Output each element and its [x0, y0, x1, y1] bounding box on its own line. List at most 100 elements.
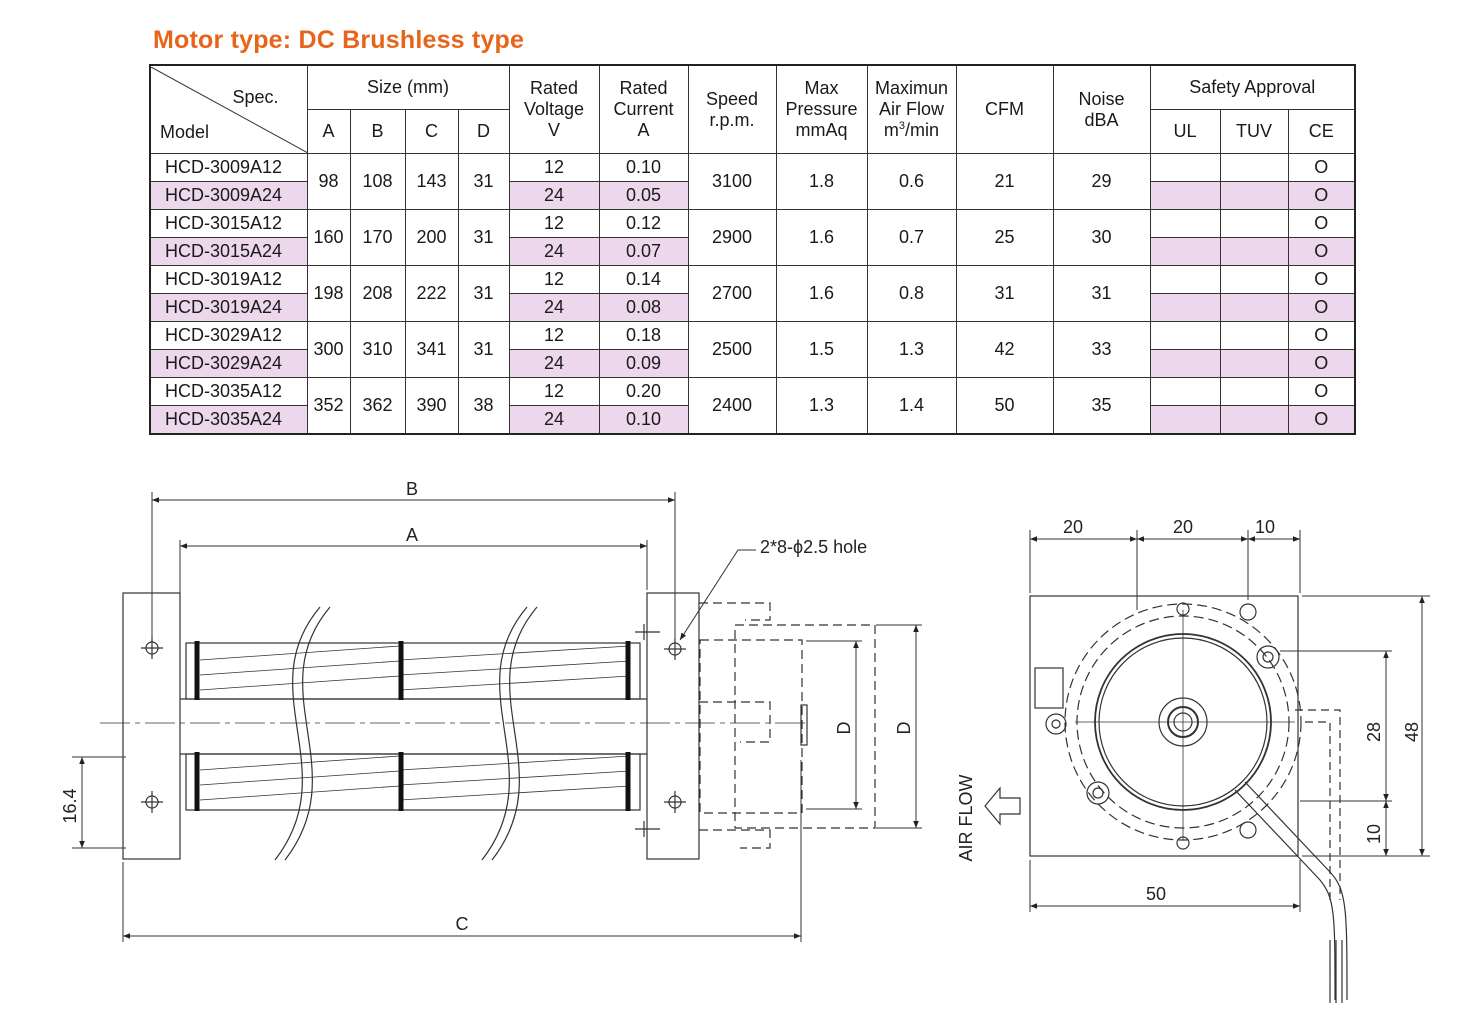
hole-note: 2*8-ϕ2.5 hole [760, 537, 867, 557]
dim-label-28: 28 [1364, 722, 1384, 742]
side-tab [1034, 667, 1064, 709]
dim-label-b: B [406, 479, 418, 499]
ce-cell: O [1287, 265, 1356, 294]
ul-cell [1149, 209, 1221, 238]
voltage-cell: 12 [508, 377, 600, 406]
size-a-cell: 198 [306, 265, 351, 322]
ce-cell: O [1287, 349, 1356, 378]
dim-label-c: C [456, 914, 469, 934]
tuv-cell [1219, 377, 1289, 406]
size-d-cell: 31 [457, 321, 510, 378]
motor-outline-inner [699, 639, 803, 814]
noise-cell: 30 [1052, 209, 1151, 266]
voltage-cell: 24 [508, 293, 600, 322]
ul-cell [1149, 265, 1221, 294]
model-cell: HCD-3009A12 [149, 153, 308, 182]
dim-label-16-4: 16.4 [60, 788, 80, 823]
mount-hole-1 [1256, 645, 1280, 669]
corner-spec-label: Spec. [232, 86, 279, 107]
noise-cell: 35 [1052, 377, 1151, 435]
side-view-drawing [984, 530, 1430, 1003]
model-cell: HCD-3035A24 [149, 405, 308, 435]
voltage-cell: 24 [508, 181, 600, 210]
model-cell: HCD-3015A24 [149, 237, 308, 266]
pressure-cell: 1.6 [775, 209, 868, 266]
dim-label-d-inner: D [834, 722, 854, 735]
ce-cell: O [1287, 377, 1356, 406]
current-cell: 0.09 [598, 349, 689, 378]
voltage-cell: 12 [508, 209, 600, 238]
model-cell: HCD-3019A24 [149, 293, 308, 322]
page-title: Motor type: DC Brushless type [153, 26, 525, 54]
voltage-cell: 12 [508, 265, 600, 294]
corner-model-label: Model [160, 121, 210, 142]
size-c-cell: 390 [404, 377, 459, 435]
size-c-cell: 143 [404, 153, 459, 210]
tuv-cell [1219, 153, 1289, 182]
size-d-cell: 38 [457, 377, 510, 435]
technical-drawing: B A C 2*8-ϕ2.5 hole D D 16.4 [60, 479, 1430, 1003]
cfm-cell: 25 [955, 209, 1054, 266]
noise-cell: 29 [1052, 153, 1151, 210]
front-view-drawing [72, 492, 922, 942]
impeller-lower [185, 753, 641, 811]
ce-cell: O [1287, 153, 1356, 182]
current-cell: 0.07 [598, 237, 689, 266]
size-c-cell: 222 [404, 265, 459, 322]
cfm-header: CFM [955, 64, 1054, 154]
size-header: Size (mm) [306, 64, 510, 110]
size-a-cell: 300 [306, 321, 351, 378]
air-flow-label: AIR FLOW [956, 774, 976, 861]
voltage-cell: 24 [508, 237, 600, 266]
size-b-cell: 170 [349, 209, 406, 266]
noise-cell: 33 [1052, 321, 1151, 378]
tuv-cell [1219, 321, 1289, 350]
current-cell: 0.14 [598, 265, 689, 294]
size-d-cell: 31 [457, 265, 510, 322]
cfm-cell: 50 [955, 377, 1054, 435]
ul-cell [1149, 237, 1221, 266]
ul-cell [1149, 153, 1221, 182]
safety-col-ce: CE [1287, 109, 1356, 154]
motor-outline-outer [734, 624, 876, 829]
current-cell: 0.05 [598, 181, 689, 210]
voltage-cell: 24 [508, 405, 600, 435]
dim-label-a: A [406, 525, 418, 545]
airflow-cell: 1.4 [866, 377, 957, 435]
ul-cell [1149, 349, 1221, 378]
model-cell: HCD-3035A12 [149, 377, 308, 406]
cfm-cell: 42 [955, 321, 1054, 378]
size-col-d: D [457, 109, 510, 154]
ul-cell [1149, 181, 1221, 210]
dim-label-20b: 20 [1173, 517, 1193, 537]
safety-col-ul: UL [1149, 109, 1221, 154]
tuv-cell [1219, 181, 1289, 210]
ce-cell: O [1287, 237, 1356, 266]
size-col-c: C [404, 109, 459, 154]
current-cell: 0.18 [598, 321, 689, 350]
size-c-cell: 341 [404, 321, 459, 378]
voltage-cell: 24 [508, 349, 600, 378]
mount-hole-2 [1086, 781, 1110, 805]
mounting-hole-marks [141, 637, 686, 813]
air-flow-arrow [984, 786, 1021, 826]
speed-cell: 2500 [687, 321, 777, 378]
motor-wires [1234, 781, 1348, 1001]
current-cell: 0.12 [598, 209, 689, 238]
model-cell: HCD-3029A24 [149, 349, 308, 378]
size-b-cell: 310 [349, 321, 406, 378]
ul-cell [1149, 321, 1221, 350]
right-end-plate [646, 592, 700, 860]
cfm-cell: 21 [955, 153, 1054, 210]
